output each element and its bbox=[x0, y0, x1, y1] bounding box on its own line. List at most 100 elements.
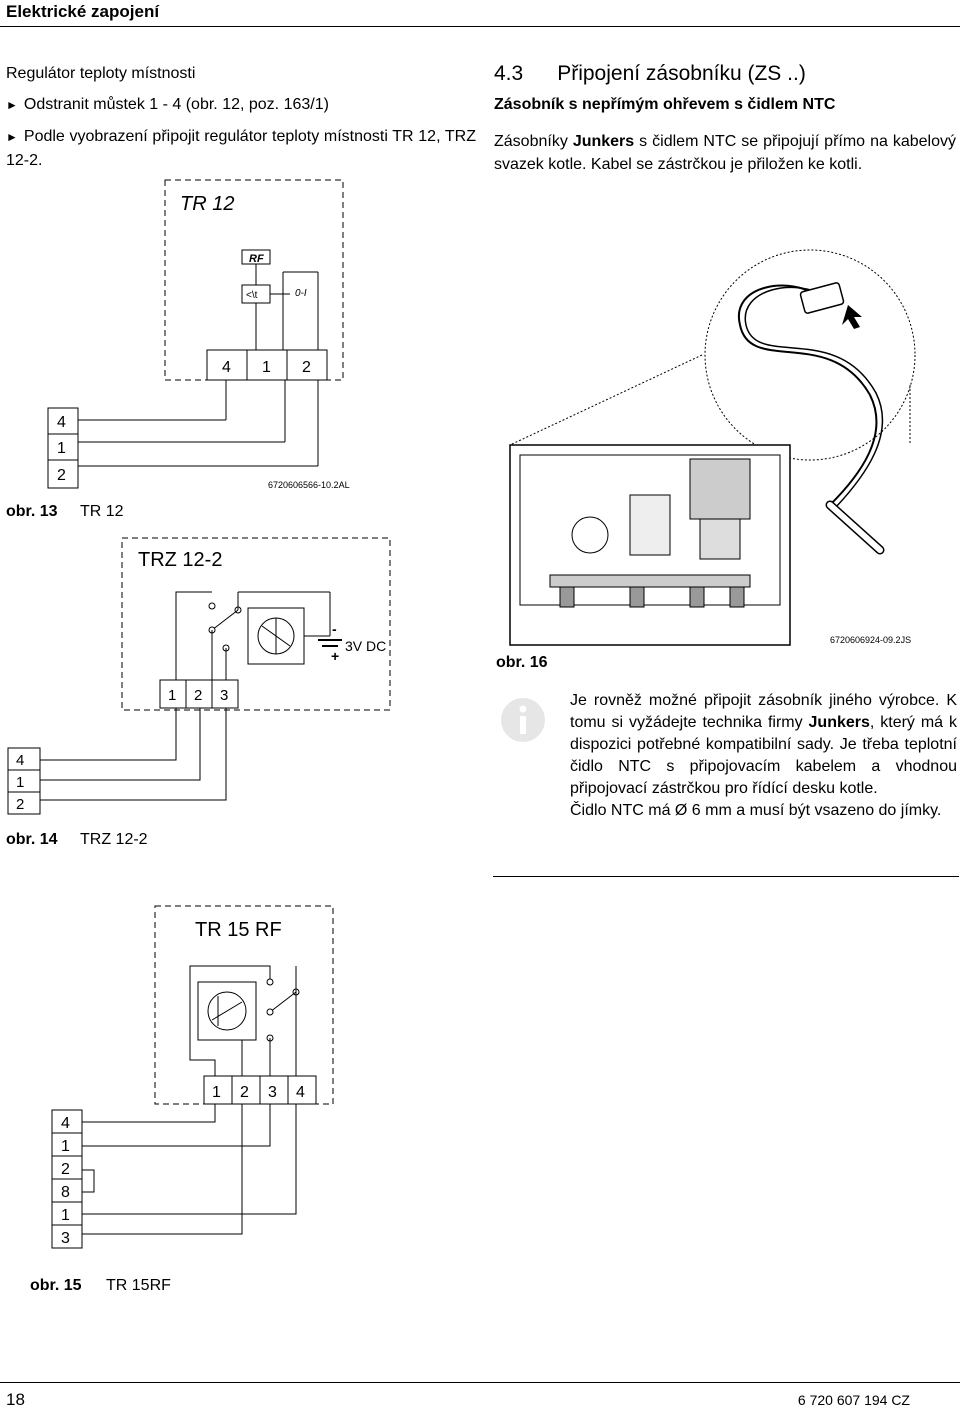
switch-arm bbox=[269, 991, 297, 1013]
battery-minus: - bbox=[332, 621, 337, 637]
page-header-title: Elektrické zapojení bbox=[6, 2, 160, 21]
bullet-arrow-icon: ► bbox=[6, 98, 18, 112]
ntc-cable-2 bbox=[744, 286, 884, 508]
ntc-sensor-tip-inner bbox=[827, 502, 883, 553]
gas-valve bbox=[629, 494, 671, 556]
detail-callout-line bbox=[509, 354, 703, 446]
tr15rf-terminal-1: 1 bbox=[212, 1084, 221, 1101]
info-icon bbox=[501, 698, 545, 742]
tr15rf-terminal-3: 3 bbox=[268, 1084, 277, 1101]
fig15-caption-text: TR 15RF bbox=[106, 1277, 171, 1294]
trz12-dashed-box bbox=[121, 537, 391, 711]
ntc-cable bbox=[737, 284, 878, 506]
rf-label: RF bbox=[249, 253, 264, 265]
boiler-inner-frame bbox=[519, 454, 781, 606]
brand-name: Junkers bbox=[572, 133, 635, 150]
trz-wire-2 bbox=[40, 708, 227, 801]
fig16-caption-number: obr. 16 bbox=[496, 654, 548, 671]
trz-wire-1 bbox=[40, 708, 201, 781]
fig14-caption-number: obr. 14 bbox=[6, 831, 58, 848]
note-part-c: Čidlo NTC má Ø 6 mm a musí být vsazeno d… bbox=[570, 802, 942, 819]
page-number: 18 bbox=[6, 1390, 25, 1409]
figure-14-trz12-wiring: TRZ 12-2 - + 3V DC 1 2 3 4 1 2 obr. 14 T… bbox=[6, 537, 391, 848]
tr15rf-board-6: 3 bbox=[61, 1230, 70, 1247]
tr15rf-board-5: 1 bbox=[61, 1207, 70, 1224]
bullet-item-1: ► Odstranit můstek 1 - 4 (obr. 12, poz. 1… bbox=[6, 93, 476, 117]
trz12-terminal-2: 2 bbox=[194, 687, 202, 704]
fig13-caption-text: TR 12 bbox=[80, 503, 124, 520]
tr12-dashed-box bbox=[164, 179, 344, 381]
note-part-b: , který má k dispozici potřebné kompatib… bbox=[570, 714, 957, 797]
tr15rf-board-4: 8 bbox=[61, 1184, 70, 1201]
paragraph-part-a: Zásobníky bbox=[494, 133, 573, 150]
contact-point bbox=[266, 1008, 274, 1016]
note-part-a: Je rovněž možné připojit zásobník jiného… bbox=[570, 692, 957, 731]
tr12-board-1: 4 bbox=[57, 414, 66, 431]
fig15-caption-number: obr. 15 bbox=[30, 1277, 82, 1294]
trz12-terminal-3: 3 bbox=[220, 687, 228, 704]
document-code: 6 720 607 194 CZ bbox=[797, 1392, 910, 1408]
tr15-wire-4 bbox=[82, 1104, 216, 1123]
connector-stub bbox=[689, 586, 705, 608]
connector-stub bbox=[729, 586, 745, 608]
trz12-board-3: 2 bbox=[16, 796, 24, 813]
storage-paragraph: Zásobníky Junkers s čidlem NTC se připoj… bbox=[494, 130, 956, 176]
tr15-motor-symbol bbox=[207, 991, 247, 1031]
fig14-caption-text: TRZ 12-2 bbox=[80, 831, 148, 848]
fig16-code: 6720606924-09.2JS bbox=[830, 635, 911, 645]
tr15rf-terminal-4: 4 bbox=[296, 1084, 305, 1101]
battery-voltage: 3V DC bbox=[345, 638, 386, 654]
control-unit bbox=[571, 516, 609, 554]
connector-stub bbox=[629, 586, 645, 608]
bullet-1-text: Odstranit můstek 1 - 4 (obr. 12, poz. 16… bbox=[23, 96, 329, 113]
info-note: Je rovněž možné připojit zásobník jiného… bbox=[493, 690, 959, 877]
note-brand: Junkers bbox=[808, 714, 870, 731]
paragraph-part-b: s čidlem NTC se připojují přímo na kabel… bbox=[494, 133, 957, 173]
figure-15-tr15rf-wiring: TR 15 RF 1 2 3 4 4 1 2 8 1 3 obr. 15 TR … bbox=[30, 905, 334, 1294]
tr15-wire-3 bbox=[82, 1104, 243, 1235]
tr15rf-board-1: 4 bbox=[61, 1115, 70, 1132]
trz12-board-terminals bbox=[7, 747, 41, 815]
tr15rf-board-2: 1 bbox=[61, 1138, 70, 1155]
contact-point bbox=[266, 978, 274, 986]
bullet-arrow-icon: ► bbox=[6, 130, 18, 144]
tr12-board-3: 2 bbox=[57, 467, 66, 484]
tr12-figure-code: 6720606566-10.2AL bbox=[268, 480, 350, 490]
motor-diag bbox=[211, 1001, 243, 1021]
left-text: Regulátor teploty místnosti ► Odstranit m… bbox=[6, 62, 476, 172]
pump-unit bbox=[689, 458, 751, 520]
bullet-item-2: ►Podle vyobrazení připojit regulátor tep… bbox=[6, 125, 476, 172]
trz12-board-1: 4 bbox=[16, 752, 24, 769]
pump-body bbox=[699, 518, 741, 560]
contact-point bbox=[208, 602, 216, 610]
tr15rf-terminal-2: 2 bbox=[240, 1084, 249, 1101]
trz-wire-left bbox=[175, 591, 212, 680]
subsection-title: Zásobník s nepřímým ohřevem s čidlem NTC bbox=[494, 96, 836, 113]
connector-stub bbox=[559, 586, 575, 608]
bullet-2-text: Podle vyobrazení připojit regulátor tepl… bbox=[6, 128, 476, 169]
connection-rail bbox=[549, 574, 751, 588]
tr15-motor-box bbox=[197, 981, 257, 1041]
tr12-terminal-3: 2 bbox=[302, 359, 311, 376]
room-regulator-heading: Regulátor teploty místnosti bbox=[6, 65, 196, 82]
tr12-terminal-strip bbox=[206, 349, 328, 381]
tr12-board-2: 1 bbox=[57, 440, 66, 457]
footer-rule bbox=[0, 1382, 960, 1383]
figure-16-boiler-illustration: 6720606924-09.2JS obr. 16 bbox=[496, 249, 916, 671]
trz12-board-2: 1 bbox=[16, 774, 24, 791]
tr12-board-terminals bbox=[47, 407, 79, 489]
tr12-terminal-2: 1 bbox=[262, 359, 271, 376]
header-rule bbox=[0, 26, 960, 27]
tr12-terminal-1: 4 bbox=[222, 359, 231, 376]
switch-arm bbox=[211, 609, 239, 631]
tr15-wire-1 bbox=[82, 1104, 271, 1147]
info-note-text: Je rovněž možné připojit zásobník jiného… bbox=[570, 690, 957, 822]
battery-plus: + bbox=[331, 648, 339, 664]
trz12-terminal-1: 1 bbox=[168, 687, 176, 704]
thermo-symbol: <\t bbox=[246, 290, 258, 301]
tr15rf-box-label: TR 15 RF bbox=[195, 919, 282, 941]
fig13-caption-number: obr. 13 bbox=[6, 503, 58, 520]
tr12-box-label: TR 12 bbox=[180, 193, 234, 215]
tr15-bridge bbox=[82, 1169, 95, 1193]
